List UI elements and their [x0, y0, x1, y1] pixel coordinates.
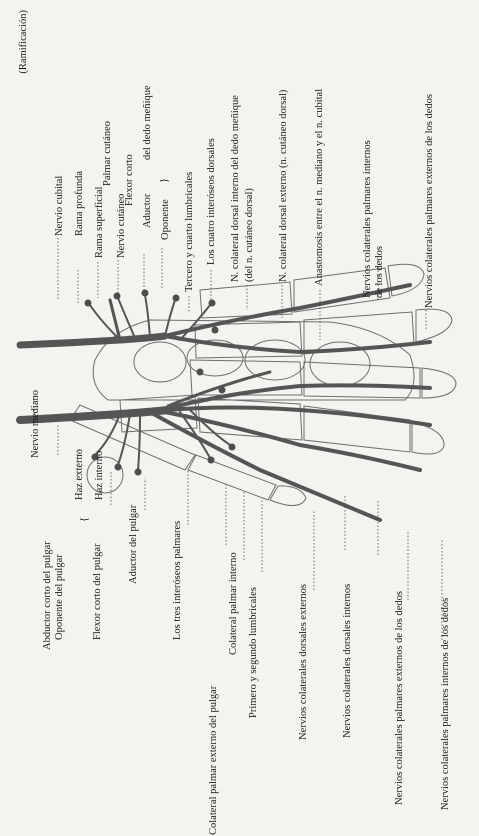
label-tercero-cuarto-lumbricales: Tercero y cuarto lumbricales [184, 172, 195, 292]
nervio-cubital-trunk [20, 336, 165, 345]
label-colaterales-palmares-externos: Nervios colaterales palmares externos de… [394, 591, 405, 805]
label-header-fragment: (Ramificación) [18, 10, 29, 74]
label-flexor-corto-pulgar: Flexor corto del pulgar [92, 543, 103, 640]
label-anastomosis: Anastomosis entre el n. mediano y el n. … [314, 89, 325, 286]
finger-thumb [70, 405, 306, 506]
carpal-bone-1 [134, 342, 186, 382]
labels-top: Nervio cubital Rama profunda Rama superf… [54, 85, 435, 308]
label-haz-externo: Haz externo [74, 449, 85, 500]
label-colaterales-palmares-internos-right-1: Nervios colaterales palmares internos [362, 140, 373, 298]
label-nervio-mediano: Nervio mediano [30, 390, 41, 458]
label-flexor-corto: Flexor corto [124, 154, 135, 206]
finger-middle [190, 360, 456, 398]
label-colaterales-dorsales-internos: Nervios colaterales dorsales internos [342, 584, 353, 738]
label-colateral-dorsal-interno-menique: N. colateral dorsal interno del dedo meñ… [230, 95, 241, 282]
label-palmar-cutaneo: Palmar cutáneo [102, 121, 113, 186]
label-colateral-palmar-interno: Colateral palmar interno [228, 552, 239, 655]
pisiform-bone [87, 457, 123, 493]
label-colateral-dorsal-externo: N. colateral dorsal externo (n. cutáneo … [278, 89, 289, 282]
label-rama-superficial: Rama superficial [94, 186, 105, 258]
label-colateral-palmar-externo-pulgar: Colateral palmar externo del pulgar [208, 685, 219, 835]
brace-flexor: { [79, 517, 90, 522]
label-oponente: Oponente [160, 199, 171, 240]
label-abductor-corto: Abductor corto del pulgar [42, 541, 53, 650]
label-colaterales-palmares-internos: Nervios colaterales palmares internos de… [440, 598, 451, 810]
label-colaterales-palmares-externos-right: Nervios colaterales palmares externos de… [424, 94, 435, 308]
label-aductor-pulgar: Aductor del pulgar [128, 504, 139, 584]
label-del-n-cutaneo-dorsal: (del n. cutáneo dorsal) [244, 188, 255, 282]
brace-menique: } [159, 178, 170, 183]
wrist-outline [93, 320, 414, 400]
label-colaterales-dorsales-externos: Nervios colaterales dorsales externos [298, 584, 309, 740]
label-oponente-pulgar: Oponente del pulgar [54, 554, 65, 640]
carpal-bone-3 [245, 340, 305, 380]
nerve-branch-middle [168, 385, 430, 408]
label-cuatro-interoseos-dorsales: Los cuatro interóseos dorsales [206, 138, 217, 265]
nerve-branch-ring [165, 336, 430, 352]
label-haz-interno: Haz interno [94, 451, 105, 500]
label-rama-profunda: Rama profunda [74, 171, 85, 236]
label-nervio-cubital: Nervio cubital [54, 176, 65, 236]
label-primero-segundo-lumbricales: Primero y segundo lumbricales [248, 587, 259, 718]
label-interoseos-palmares: Los tres interóseos palmares [172, 521, 183, 640]
label-del-dedo-menique: del dedo meñique [142, 85, 153, 160]
label-aductor: Aductor [142, 193, 153, 228]
label-colaterales-palmares-internos-right-2: de los dedos [374, 246, 385, 298]
